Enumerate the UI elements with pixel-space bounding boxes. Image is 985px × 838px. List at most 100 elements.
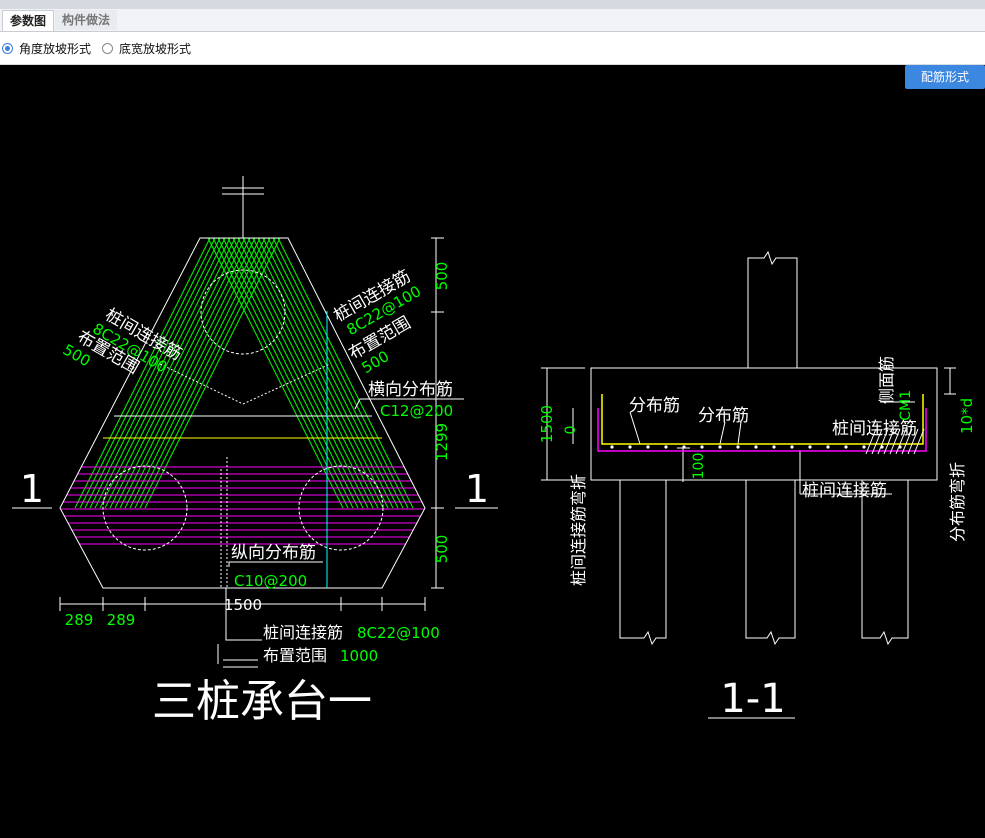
range-lines (159, 363, 331, 588)
radio-angle-slope[interactable]: 角度放坡形式 (2, 39, 91, 57)
rebar-dot (772, 445, 776, 449)
rebar-line-a (197, 238, 379, 509)
rebar-line-b (74, 238, 256, 509)
horizontal-rebar-lines (103, 415, 382, 439)
rebar-line-a (172, 238, 354, 509)
rebar-dots (610, 445, 902, 449)
cad-drawing: 1 1 500 1299 500 289 289 1500 桩间连接筋 8C22… (12, 176, 976, 727)
rebar-line-b (129, 238, 311, 509)
side-hatch-line (871, 428, 883, 455)
rebar-line-a (162, 238, 344, 509)
section-dim-zero: 0 (563, 426, 579, 435)
rebar-line-a (232, 238, 414, 509)
rebar-line-a (192, 238, 374, 509)
rebar-line-a (212, 238, 394, 509)
pile-right (298, 465, 384, 551)
rebar-line-b (109, 238, 291, 509)
section-mark-left: 1 (20, 467, 44, 511)
yellow-dist-rebar (601, 394, 924, 445)
rebar-line-a (227, 238, 409, 509)
dim-bottom: 500 (433, 535, 451, 564)
options-bar: 角度放坡形式 底宽放坡形式 配筋形式 (0, 32, 985, 89)
green-rebar-hatch (60, 238, 425, 545)
rebar-line-b (94, 238, 276, 509)
magenta-rebar-band (60, 466, 425, 545)
section-dim-100: 100 (691, 453, 707, 480)
section-mark-right: 1 (465, 467, 489, 511)
rebar-line-b (139, 238, 321, 509)
section-view: 分布筋 分布筋 桩间连接筋 桩间连接筋 侧面筋 CM1 分布筋弯折 10*d 桩… (538, 250, 976, 722)
cap-outline (59, 237, 426, 589)
rebar-line-b (114, 238, 296, 509)
dist-label-1: 分布筋 (629, 396, 680, 416)
section-title: 1-1 (720, 676, 785, 722)
pile-top (200, 269, 286, 355)
side-rebar-hatch (865, 428, 925, 455)
plan-view: 1 1 500 1299 500 289 289 1500 桩间连接筋 8C22… (12, 176, 498, 727)
dim-top: 500 (433, 262, 451, 291)
rebar-dot (700, 445, 704, 449)
rebar-line-a (222, 238, 404, 509)
radio-bottom-width-slope[interactable]: 底宽放坡形式 (102, 39, 191, 57)
rebar-line-b (79, 238, 261, 509)
dim-left-b: 289 (107, 611, 136, 629)
rebar-dot (826, 445, 830, 449)
vert-dist-spec: C10@200 (234, 572, 307, 590)
pile-left (102, 465, 188, 551)
link-label-top: 桩间连接筋 (832, 419, 917, 439)
column-stub (222, 176, 264, 238)
plan-title: 三桩承台一 (152, 676, 372, 727)
rebar-dot (610, 445, 614, 449)
rebar-band-a (162, 238, 414, 509)
dim-left-a: 289 (65, 611, 94, 629)
section-outline (541, 250, 956, 719)
rebar-form-button[interactable]: 配筋形式 (905, 65, 985, 89)
vert-dist-label: 纵向分布筋 (231, 543, 316, 563)
rebar-dot (646, 445, 650, 449)
rebar-dot (808, 445, 812, 449)
side-hatch-line (907, 428, 919, 455)
dist-bend-label: 分布筋弯折 (948, 462, 967, 542)
bottom-link-spec: 8C22@100 (357, 624, 440, 642)
rebar-line-a (207, 238, 389, 509)
radio-unchecked-icon[interactable] (102, 42, 113, 54)
side-hatch-line (865, 428, 877, 455)
rebar-line-b (104, 238, 286, 509)
rebar-dot (754, 445, 758, 449)
rebar-dot (790, 445, 794, 449)
rebar-line-b (124, 238, 306, 509)
horiz-dist-spec: C12@200 (380, 402, 453, 420)
rebar-dot (844, 445, 848, 449)
leader-lines (217, 398, 464, 668)
side-hatch-line (883, 428, 895, 455)
drawing-canvas: 1 1 500 1299 500 289 289 1500 桩间连接筋 8C22… (0, 64, 985, 834)
rebar-dot (628, 445, 632, 449)
bottom-range-val: 1000 (340, 647, 378, 665)
side-rebar-label: 侧面筋 (877, 356, 896, 404)
section-dim-height: 1500 (538, 405, 556, 443)
rebar-line-b (84, 238, 266, 509)
tab-param-diagram[interactable]: 参数图 (2, 10, 55, 31)
rebar-line-b (134, 238, 316, 509)
radio-bottom-label: 底宽放坡形式 (119, 41, 192, 56)
side-rebar-spec: CM1 (898, 390, 914, 421)
tab-component-method[interactable]: 构件做法 (55, 10, 118, 30)
side-hatch-line (913, 428, 925, 455)
magenta-link-rebar (597, 408, 927, 452)
rebar-line-b (119, 238, 301, 509)
pile-circles (102, 269, 384, 551)
bottom-range-label: 布置范围 (263, 646, 327, 665)
bottom-link-label: 桩间连接筋 (263, 623, 343, 642)
rebar-line-a (177, 238, 359, 509)
bottom-dimensions (59, 597, 426, 611)
dim-width: 1500 (224, 596, 262, 614)
rebar-dot (862, 445, 866, 449)
rebar-line-b (89, 238, 271, 509)
rebar-line-a (217, 238, 399, 509)
rebar-line-a (182, 238, 364, 509)
rebar-band-b (74, 238, 326, 509)
tab-bar: 参数图 构件做法 (0, 9, 985, 32)
link-label-bottom: 桩间连接筋 (802, 481, 887, 501)
side-hatch-line (895, 428, 907, 455)
radio-checked-icon[interactable] (2, 42, 13, 54)
